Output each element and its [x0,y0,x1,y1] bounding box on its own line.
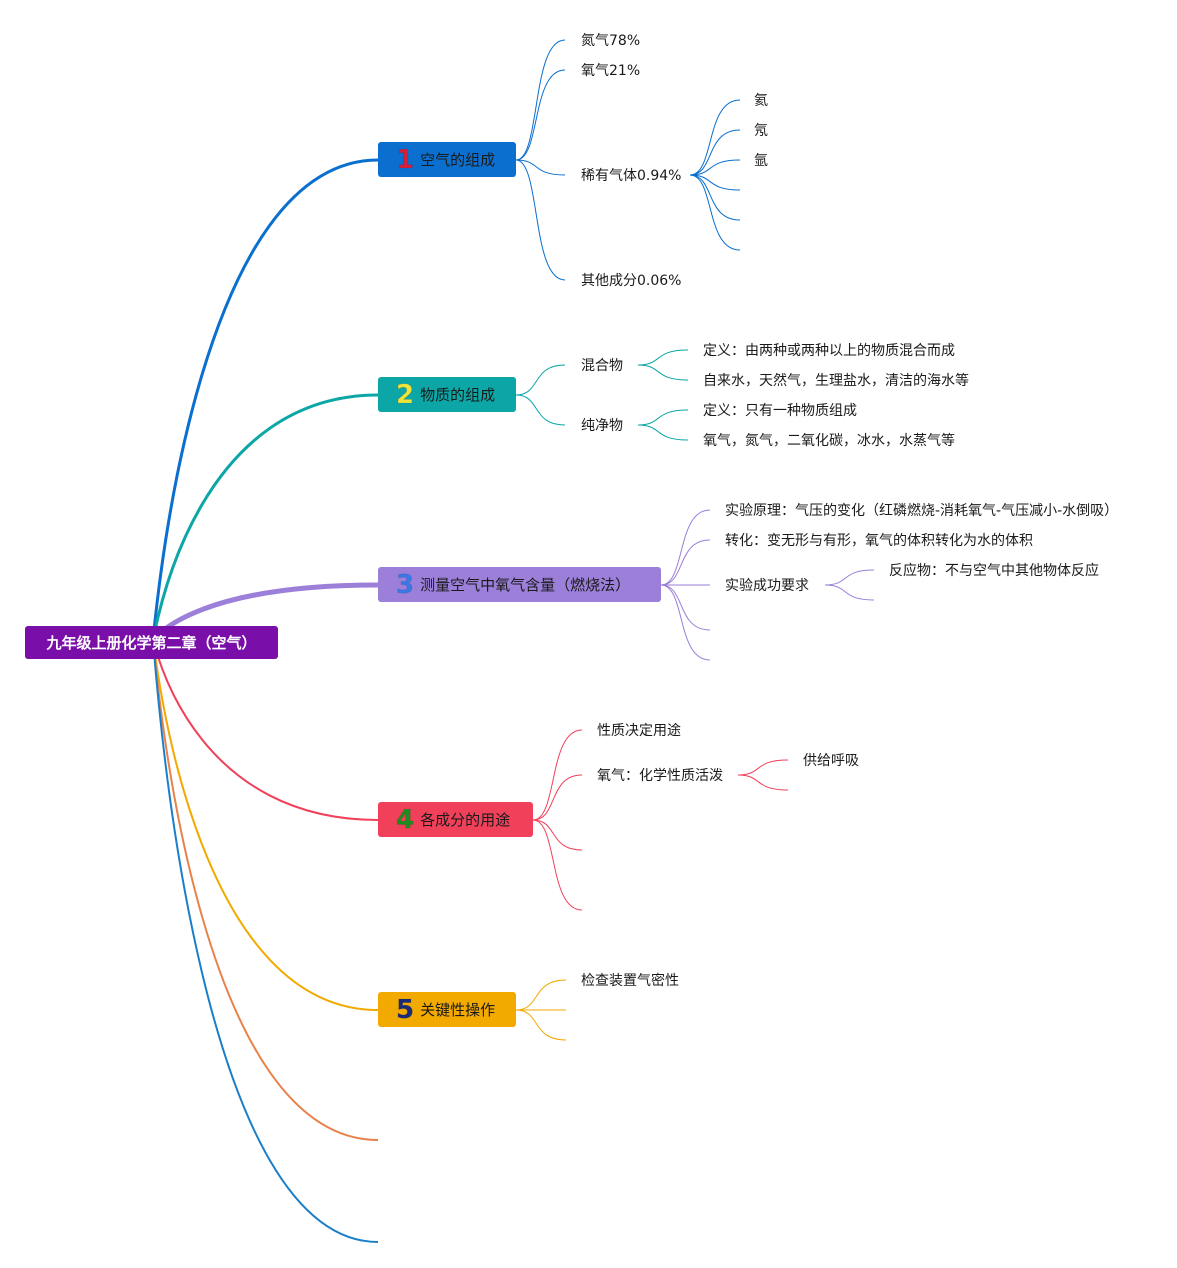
connector-line [660,509,711,586]
connector-line [637,349,689,366]
root-topic-label: 九年级上册化学第二章（空气） [46,634,257,652]
root-topic[interactable]: 九年级上册化学第二章（空气） [25,626,278,659]
connector-line [532,774,583,821]
leaf-pure-substance[interactable]: 纯净物 [581,418,623,434]
branch-oxygen-measurement[interactable]: 3 测量空气中氧气含量（燃烧法） [378,567,661,602]
branch-number-2: 2 [396,379,415,410]
leaf-success-requirements[interactable]: 实验成功要求 [725,578,809,594]
leaf-supply-breathing[interactable]: 供给呼吸 [803,753,859,769]
leaf-pure-examples[interactable]: 氧气，氮气，二氧化碳，冰水，水蒸气等 [703,433,955,449]
leaf-helium[interactable]: 氦 [754,93,768,109]
connector-root-branch-7 [152,639,379,1243]
leaf-nitrogen[interactable]: 氮气78% [581,33,641,49]
branch-label: 空气的组成 [420,151,496,169]
connector-line [515,159,566,176]
connector-root-branch-2 [151,393,379,641]
leaf-noble-gases[interactable]: 稀有气体0.94% [581,168,682,184]
connector-root-branch-5 [152,639,379,1011]
connector-line [689,174,741,221]
connector-line [532,819,583,851]
branch-matter-composition[interactable]: 2 物质的组成 [378,377,516,412]
connector-line [515,69,566,161]
leaf-argon[interactable]: 氩 [754,153,768,169]
connector-line [515,39,566,161]
leaf-reactant-requirement[interactable]: 反应物：不与空气中其他物体反应 [889,563,1099,579]
branch-number-4: 4 [396,804,415,835]
connector-line [824,584,875,601]
connector-line [689,159,741,176]
leaf-mixture[interactable]: 混合物 [581,358,623,374]
connector-line [515,159,566,281]
connector-root-branch-4 [152,639,379,821]
connector-line [637,424,689,441]
connector-line [660,584,711,631]
connector-line [689,129,741,176]
connector-root-branch-1 [151,158,379,641]
connector-line [689,174,741,191]
connector-line [532,729,583,821]
branch-label: 各成分的用途 [420,811,511,829]
connector-line [737,774,789,791]
connector-line [637,409,689,426]
connector-line [689,174,741,251]
branch-label: 关键性操作 [420,1001,496,1019]
branch-label: 物质的组成 [420,386,496,404]
branch-label: 测量空气中氧气含量（燃烧法） [420,576,631,594]
leaf-transformation[interactable]: 转化：变无形与有形，氧气的体积转化为水的体积 [725,533,1033,549]
leaf-property-determines-use[interactable]: 性质决定用途 [597,723,681,739]
leaf-oxygen[interactable]: 氧气21% [581,63,641,79]
leaf-experiment-principle[interactable]: 实验原理：气压的变化（红磷燃烧-消耗氧气-气压减小-水倒吸） [725,503,1119,519]
connector-line [515,394,566,426]
connector-line [515,1009,567,1041]
connector-line [637,364,689,381]
leaf-mixture-examples[interactable]: 自来水，天然气，生理盐水，清洁的海水等 [703,373,969,389]
leaf-check-airtightness[interactable]: 检查装置气密性 [581,973,679,989]
connector-root-branch-6 [152,639,379,1141]
leaf-mixture-definition[interactable]: 定义：由两种或两种以上的物质混合而成 [703,343,955,359]
connector-line [515,364,566,396]
branch-number-3: 3 [396,569,415,600]
branch-number-1: 1 [396,144,415,175]
connector-line [660,539,711,586]
leaf-neon[interactable]: 氖 [754,123,768,139]
connector-line [660,584,711,661]
branch-key-operations[interactable]: 5 关键性操作 [378,992,516,1027]
leaf-other-components[interactable]: 其他成分0.06% [581,273,682,289]
connector-line [737,759,789,776]
leaf-pure-definition[interactable]: 定义：只有一种物质组成 [703,403,857,419]
connector-line [824,569,875,586]
connector-line [515,979,567,1011]
branch-component-uses[interactable]: 4 各成分的用途 [378,802,533,837]
branch-number-5: 5 [396,994,415,1025]
leaf-oxygen-property[interactable]: 氧气：化学性质活泼 [597,768,723,784]
branch-air-composition[interactable]: 1 空气的组成 [378,142,516,177]
connector-line [532,819,583,911]
connector-line [689,99,741,176]
